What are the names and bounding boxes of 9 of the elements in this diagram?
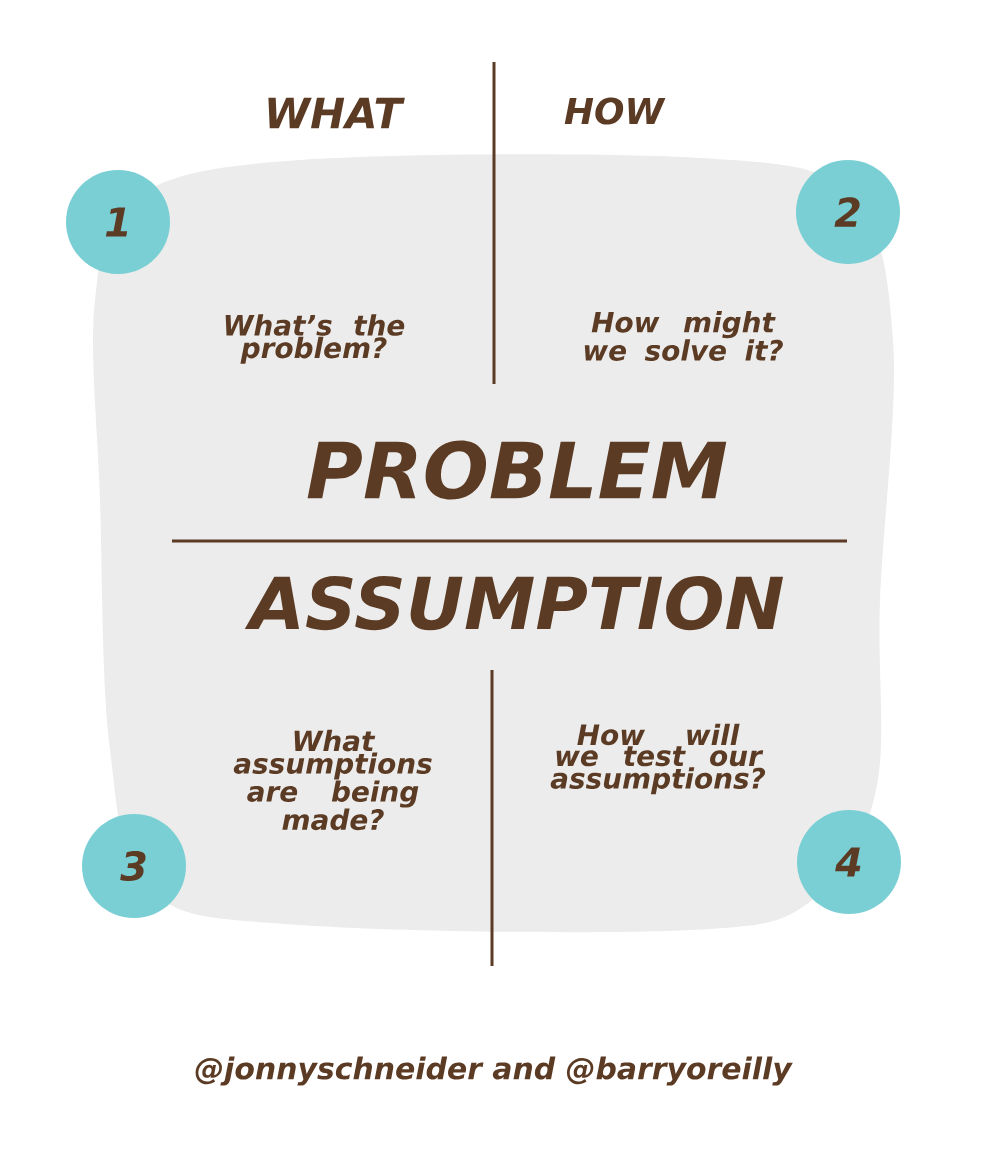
- blob-shape: [92, 154, 894, 933]
- credit-text: @jonnyschneider and @barryoreilly: [195, 1056, 793, 1086]
- column-heading: WHAT: [268, 97, 405, 129]
- heading-text: ASSUMPTION: [244, 575, 784, 631]
- question-text: How will we test our assumptions?: [550, 723, 766, 795]
- question-text: How might we solve it?: [584, 311, 783, 361]
- question-text: What’s the problem?: [225, 314, 405, 364]
- heading-text: PROBLEM: [307, 440, 727, 500]
- question-text: What assumptions are being made?: [233, 729, 432, 831]
